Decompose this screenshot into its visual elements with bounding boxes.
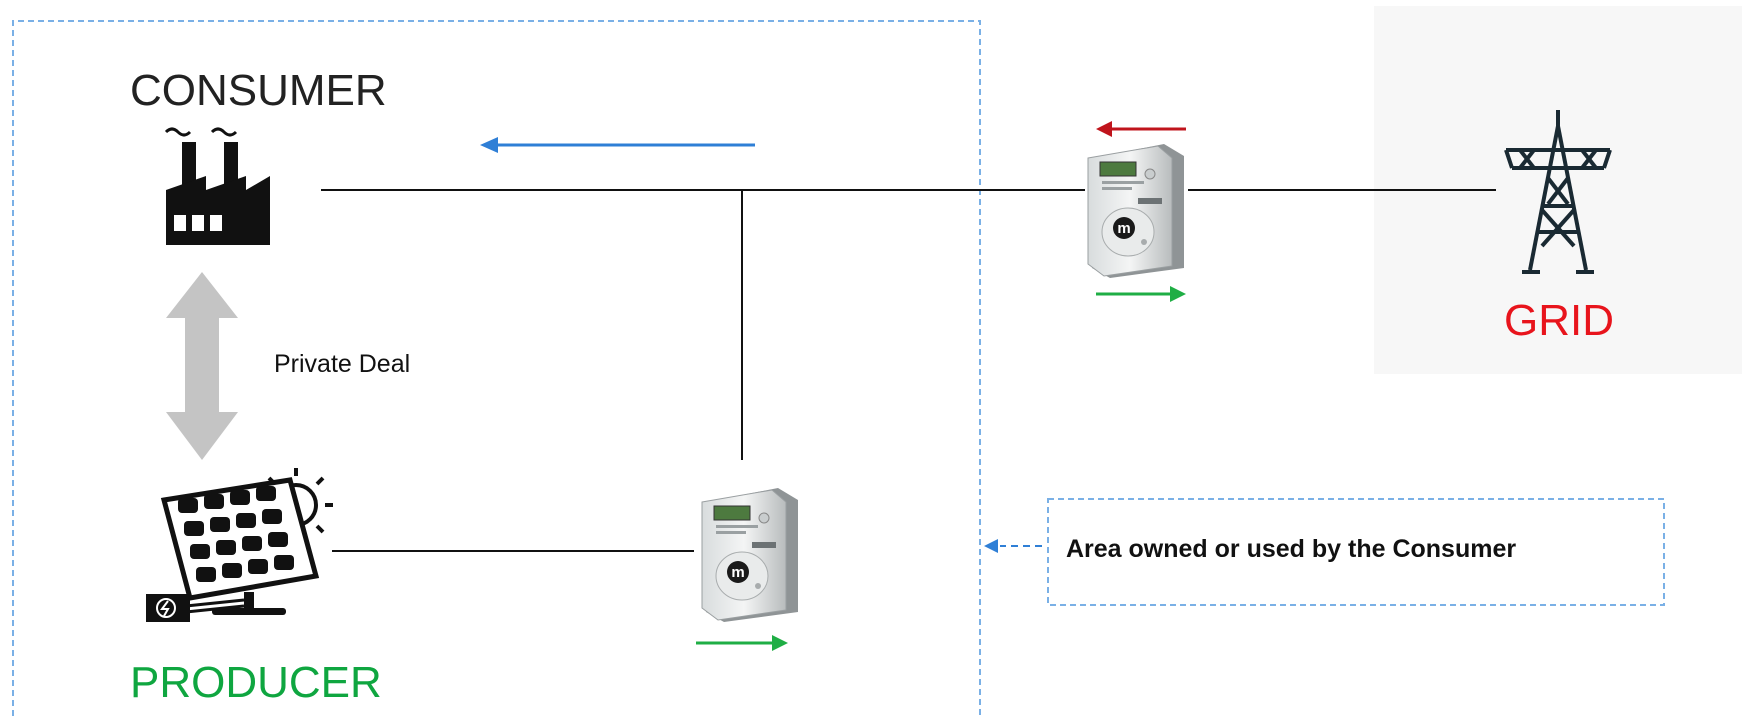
area-note-pointer-arrow <box>984 539 1042 553</box>
export-arrow-grid <box>1096 286 1186 302</box>
area-note-label: Area owned or used by the Consumer <box>1066 535 1517 563</box>
producer-label: PRODUCER <box>130 658 382 707</box>
import-arrow <box>1096 121 1186 137</box>
area-note-box <box>1047 498 1665 606</box>
grid-meter-icon <box>1087 143 1185 279</box>
flow-to-consumer-arrow <box>480 137 755 153</box>
transmission-tower-icon <box>1504 110 1612 274</box>
export-arrow-producer <box>696 635 788 651</box>
private-deal-double-arrow-icon <box>166 272 238 460</box>
private-deal-label: Private Deal <box>274 350 411 378</box>
producer-meter-icon <box>701 487 799 623</box>
solar-panel-icon <box>146 468 333 622</box>
consumer-label: CONSUMER <box>130 66 387 115</box>
factory-icon <box>164 127 270 245</box>
grid-label: GRID <box>1504 296 1614 345</box>
